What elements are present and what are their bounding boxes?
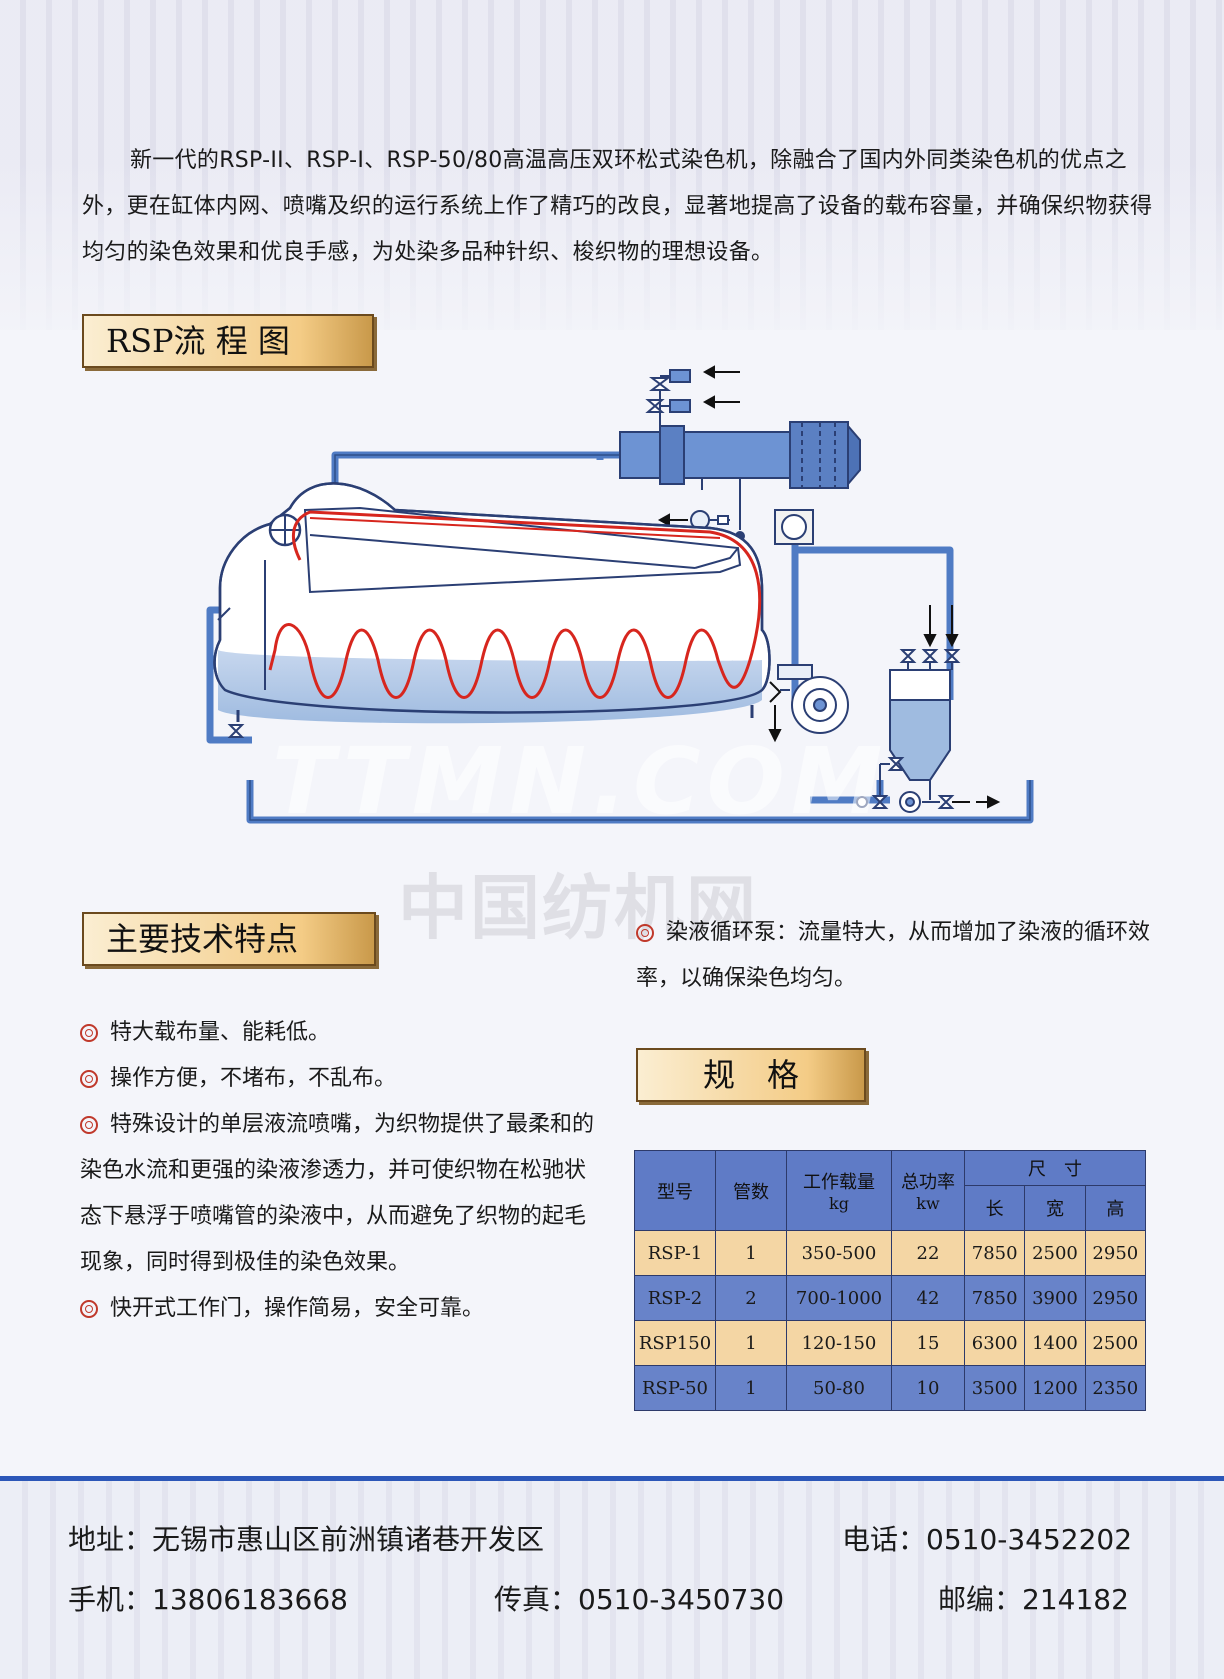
bullet-icon	[636, 924, 654, 942]
col-power: 总功率 kw	[891, 1150, 965, 1231]
heat-exchanger	[619, 421, 861, 489]
dyeing-machine-body	[213, 482, 771, 724]
footer-phone: 电话：0510-3452202	[842, 1523, 1133, 1556]
cell-tubes: 2	[715, 1275, 787, 1321]
cell-model: RSP-1	[634, 1230, 716, 1276]
cell-height: 2500	[1084, 1320, 1147, 1366]
inlet-arrows	[702, 365, 740, 409]
col-power-label: 总功率	[901, 1172, 955, 1193]
cell-length: 7850	[963, 1230, 1026, 1276]
features-heading: 主要技术特点	[82, 912, 376, 966]
cell-tubes: 1	[715, 1320, 787, 1366]
cell-width: 1400	[1024, 1320, 1086, 1366]
feature-text: 特殊设计的单层液流喷嘴，为织物提供了最柔和的染色水流和更强的染液渗透力，并可使织…	[80, 1112, 595, 1275]
bullet-icon	[80, 1116, 98, 1134]
feature-item: 特大载布量、能耗低。	[80, 1010, 600, 1056]
feature-text: 特大载布量、能耗低。	[110, 1020, 331, 1045]
cell-width: 2500	[1024, 1230, 1086, 1276]
footer-divider	[0, 1476, 1224, 1481]
cell-height: 2950	[1084, 1230, 1147, 1276]
footer-background	[0, 1481, 1224, 1679]
tank-inlet-arrows	[923, 605, 959, 648]
footer-fax: 传真：0510-3450730	[494, 1583, 785, 1616]
spec-heading-text: 规 格	[702, 1056, 799, 1094]
col-tubes: 管数	[715, 1150, 787, 1231]
cell-height: 2950	[1084, 1275, 1147, 1321]
spec-heading: 规 格	[636, 1048, 866, 1102]
cell-power: 10	[891, 1365, 965, 1411]
cell-model: RSP-2	[634, 1275, 716, 1321]
col-power-unit: kw	[916, 1194, 940, 1213]
cell-power: 22	[891, 1230, 965, 1276]
cell-length: 6300	[963, 1320, 1026, 1366]
col-size: 尺 寸	[964, 1150, 1146, 1186]
flow-chart-heading: RSP流 程 图	[82, 314, 374, 368]
cell-load: 50-80	[786, 1365, 892, 1411]
features-heading-text: 主要技术特点	[106, 920, 299, 958]
addition-tank	[889, 649, 961, 800]
feature-text: 操作方便，不堵布，不乱布。	[110, 1066, 397, 1091]
steam-inlet-valves	[645, 369, 691, 426]
intro-text: 新一代的RSP-II、RSP-I、RSP-50/80高温高压双环松式染色机，除融…	[82, 148, 1153, 265]
footer-address: 地址：无锡市惠山区前洲镇诸巷开发区	[68, 1523, 545, 1556]
footer-postcode: 邮编：214182	[938, 1583, 1129, 1616]
drain-valve-left	[227, 724, 245, 738]
cell-tubes: 1	[715, 1365, 787, 1411]
pump-note-text: 染液循环泵：流量特大，从而增加了染液的循环效率，以确保染色均匀。	[636, 920, 1151, 991]
table-row: RSP150 1 120-150 15 6300 1400 2500	[634, 1320, 1147, 1366]
cell-load: 700-1000	[786, 1275, 892, 1321]
cell-model: RSP150	[634, 1320, 716, 1366]
col-load: 工作载量 kg	[786, 1150, 892, 1231]
col-height: 高	[1084, 1185, 1147, 1231]
cell-height: 2350	[1084, 1365, 1147, 1411]
table-row: RSP-1 1 350-500 22 7850 2500 2950	[634, 1230, 1147, 1276]
cell-width: 3900	[1024, 1275, 1086, 1321]
watermark-latin: TTMN.COM	[272, 728, 889, 835]
col-load-label: 工作载量	[803, 1172, 875, 1193]
table-row: RSP-50 1 50-80 10 3500 1200 2350	[634, 1365, 1147, 1411]
flow-chart-heading-text: RSP流 程 图	[106, 322, 290, 360]
col-model: 型号	[634, 1150, 716, 1231]
cell-width: 1200	[1024, 1365, 1086, 1411]
cell-length: 3500	[963, 1365, 1026, 1411]
pressure-gauge	[774, 509, 814, 545]
cell-length: 7850	[963, 1275, 1026, 1321]
col-width: 宽	[1024, 1185, 1086, 1231]
bullet-icon	[80, 1070, 98, 1088]
feature-text: 快开式工作门，操作简易，安全可靠。	[110, 1296, 485, 1321]
pump-note: 染液循环泵：流量特大，从而增加了染液的循环效率，以确保染色均匀。	[636, 910, 1156, 1002]
watermark-chinese: 中国纺机网	[398, 867, 758, 949]
feature-item: 快开式工作门，操作简易，安全可靠。	[80, 1286, 600, 1332]
feature-list: 特大载布量、能耗低。 操作方便，不堵布，不乱布。 特殊设计的单层液流喷嘴，为织物…	[80, 1010, 600, 1332]
bullet-icon	[80, 1300, 98, 1318]
cell-load: 350-500	[786, 1230, 892, 1276]
col-load-unit: kg	[829, 1194, 849, 1213]
fabric-path	[268, 510, 762, 699]
cell-tubes: 1	[715, 1230, 787, 1276]
cell-load: 120-150	[786, 1320, 892, 1366]
cell-power: 15	[891, 1320, 965, 1366]
intro-paragraph: 新一代的RSP-II、RSP-I、RSP-50/80高温高压双环松式染色机，除融…	[82, 138, 1162, 276]
feature-item: 操作方便，不堵布，不乱布。	[80, 1056, 600, 1102]
footer-mobile: 手机：13806183668	[68, 1583, 348, 1616]
cell-power: 42	[891, 1275, 965, 1321]
spec-table: 型号 管数 工作载量 kg 总功率 kw 尺 寸 长 宽 高 RSP-1 1 3…	[634, 1150, 1147, 1411]
feature-item: 特殊设计的单层液流喷嘴，为织物提供了最柔和的染色水流和更强的染液渗透力，并可使织…	[80, 1102, 600, 1286]
col-length: 长	[963, 1185, 1026, 1231]
circulation-pump	[768, 664, 849, 743]
table-row: RSP-2 2 700-1000 42 7850 3900 2950	[634, 1275, 1147, 1321]
bullet-icon	[80, 1024, 98, 1042]
cell-model: RSP-50	[634, 1365, 716, 1411]
dosing-pump	[856, 757, 1001, 813]
rsp-flow-diagram	[206, 365, 1034, 824]
